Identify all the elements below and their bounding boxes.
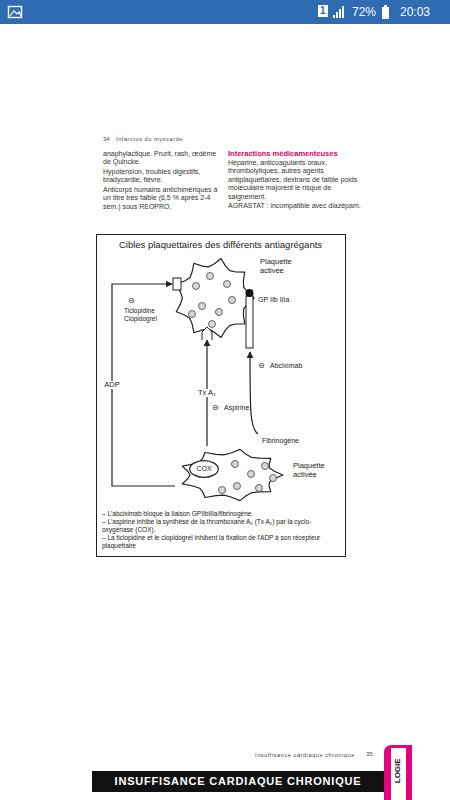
diagram-frame bbox=[97, 235, 346, 557]
note-text: – L'abciximab bloque la liaison GPIIbIII… bbox=[102, 510, 340, 518]
platelet-outline bbox=[176, 259, 254, 338]
page-number: 34 bbox=[103, 136, 110, 143]
drug-label: Aspirine bbox=[224, 404, 249, 412]
running-head: Infarctus du myocarde bbox=[116, 136, 183, 143]
granule bbox=[189, 311, 196, 318]
diagram-title: Cibles plaquettaires des différents anti… bbox=[96, 239, 345, 250]
battery-level: 72% bbox=[352, 5, 376, 19]
txa2-receptor bbox=[202, 327, 212, 340]
body-text: Héparine, anticoagulants oraux, thrombol… bbox=[228, 159, 366, 201]
node-text: Plaquette activée bbox=[260, 258, 300, 275]
body-text: anaphylactique. Prurit, rash, œdème de Q… bbox=[103, 150, 223, 167]
signal-icon bbox=[333, 6, 344, 18]
adp-receptor bbox=[173, 278, 181, 290]
section-tab bbox=[384, 745, 412, 800]
gallery-icon-mountain bbox=[10, 11, 21, 16]
granule bbox=[270, 475, 277, 482]
clock: 20:03 bbox=[400, 5, 430, 19]
body-text: AGRASTAT : incompatible avec diazépam. bbox=[228, 202, 366, 210]
granule bbox=[234, 483, 241, 490]
note-text: – L'aspirine inhibe la synthèse de la th… bbox=[102, 518, 340, 534]
enzyme-outline bbox=[190, 461, 219, 478]
footer-band bbox=[92, 771, 384, 792]
signal-arrow bbox=[112, 284, 175, 486]
drug-label: Ticlopidine Clopidogrel bbox=[124, 307, 168, 323]
granule bbox=[209, 321, 216, 328]
granule bbox=[262, 463, 269, 470]
drug-label: Abciximab bbox=[270, 362, 302, 370]
enzyme-ellipse: COX bbox=[189, 460, 219, 478]
granule bbox=[256, 485, 263, 492]
chapter-band-title: INSUFFISANCE CARDIAQUE CHRONIQUE bbox=[92, 775, 384, 788]
inhibition-symbol: ⊖ bbox=[212, 403, 219, 413]
battery-tip bbox=[384, 5, 387, 7]
platelet-node: Plaquette activée bbox=[172, 256, 340, 340]
node-outline bbox=[172, 256, 340, 340]
running-foot: Insuffisance cardiaque chronique bbox=[255, 752, 355, 759]
fibrinogen-arrow bbox=[250, 352, 258, 434]
inhibition-symbol: ⊖ bbox=[258, 361, 265, 371]
battery-icon bbox=[382, 7, 389, 19]
edge-label: ADP bbox=[103, 381, 120, 389]
edge-label: Tx A₂ bbox=[197, 389, 217, 397]
granule bbox=[216, 309, 223, 316]
section-tab-text: LOGIE bbox=[393, 746, 403, 796]
node-text: COX bbox=[196, 465, 211, 473]
note-text: – La ticlopidine et le clopidogrel inhib… bbox=[102, 534, 340, 550]
granule bbox=[229, 297, 236, 304]
sim-indicator: 1 bbox=[318, 5, 328, 17]
platelet-node: Plaquette activée COX bbox=[175, 446, 340, 504]
status-bar bbox=[0, 0, 450, 24]
receptor-label: GP IIb IIIa bbox=[258, 296, 289, 304]
granule bbox=[232, 461, 239, 468]
granule bbox=[207, 273, 214, 280]
body-text: Hypotension, troubles digestifs, bradyca… bbox=[103, 168, 223, 185]
molecule-label: Fibrinogène bbox=[262, 437, 299, 445]
granule bbox=[248, 471, 255, 478]
body-text: Anticorps humains antichimériques à un t… bbox=[103, 186, 223, 211]
gallery-icon bbox=[9, 7, 22, 18]
inhibition-symbol: ⊖ bbox=[128, 296, 135, 306]
gp-receptor-head bbox=[246, 289, 254, 297]
granule bbox=[199, 303, 206, 310]
gp-receptor bbox=[246, 296, 253, 348]
granule bbox=[224, 281, 231, 288]
granule bbox=[193, 283, 200, 290]
node-text: Plaquette activée bbox=[293, 462, 335, 479]
section-heading: Interactions médicamenteuses bbox=[228, 149, 366, 158]
platelet-outline bbox=[182, 449, 283, 500]
page-number: 35 bbox=[366, 751, 373, 758]
granule bbox=[219, 487, 226, 494]
